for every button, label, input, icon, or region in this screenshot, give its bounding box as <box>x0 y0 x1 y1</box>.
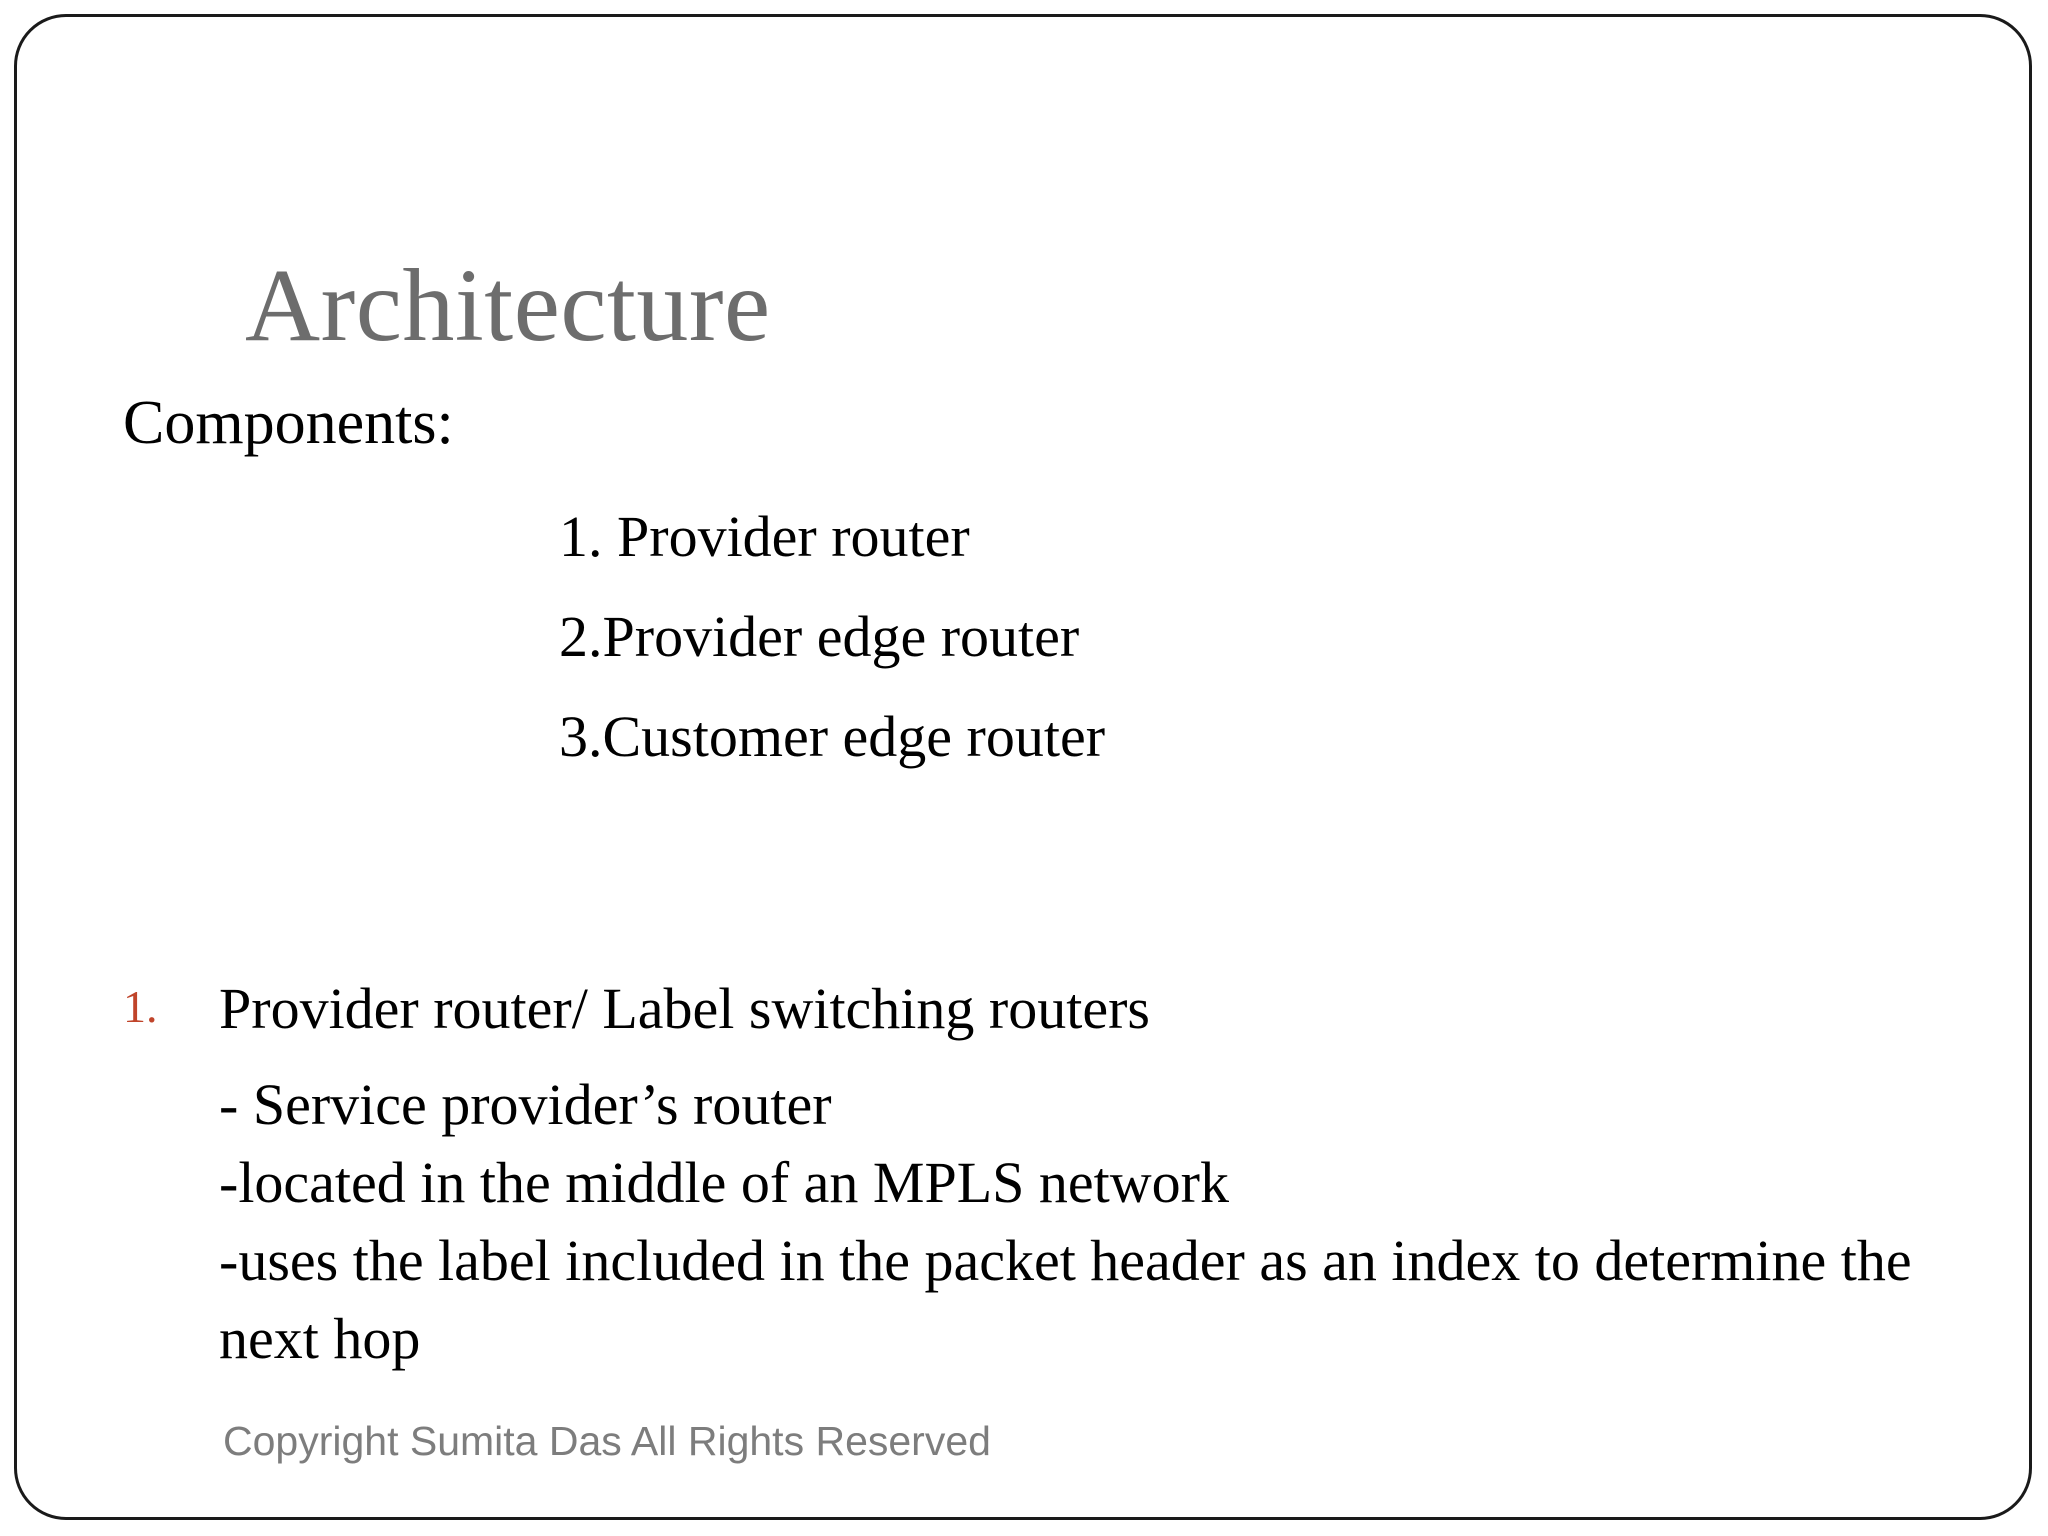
components-label: Components: <box>123 389 454 457</box>
list-item: -uses the label included in the packet h… <box>219 1228 1912 1371</box>
copyright-notice: Copyright Sumita Das All Rights Reserved <box>223 1418 991 1464</box>
list-item: 2.Provider edge router <box>559 604 1080 669</box>
slide-body: Components: 1. Provider router 2.Provide… <box>17 17 2035 1523</box>
detail-heading: 1. Provider router/ Label switching rout… <box>123 980 1923 1038</box>
list-item: 1. Provider router <box>559 504 970 569</box>
list-item: 3.Customer edge router <box>559 704 1106 769</box>
list-item: - Service provider’s router <box>219 1072 832 1137</box>
detail-heading-text: Provider router/ Label switching routers <box>219 976 1150 1041</box>
list-item: -located in the middle of an MPLS networ… <box>219 1150 1229 1215</box>
components-list: 1. Provider router 2.Provider edge route… <box>559 487 1105 787</box>
detail-block: 1. Provider router/ Label switching rout… <box>123 980 1923 1372</box>
list-marker-1: 1. <box>123 981 158 1032</box>
detail-line-list: - Service provider’s router -located in … <box>219 1066 1949 1378</box>
page-title: Architecture <box>245 247 771 363</box>
slide-frame: Architecture Components: 1. Provider rou… <box>14 14 2032 1520</box>
